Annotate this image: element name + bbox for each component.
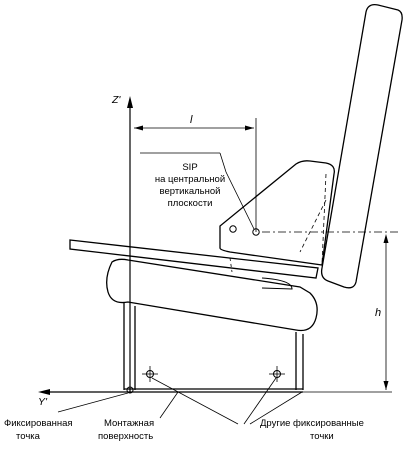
z-axis-label: Z' (111, 94, 121, 106)
seat-cushion-top (69, 239, 319, 279)
fixing-point-icon (142, 366, 158, 382)
dim-h-arrow-bottom (383, 381, 389, 390)
dim-l-label: l (190, 114, 193, 126)
seat-back (320, 4, 403, 289)
other-points-label-1: Другие фиксированные (260, 418, 364, 429)
z-axis-arrow (127, 96, 133, 108)
sip-label-line1: на центральной (155, 174, 225, 185)
bracket-hidden-diagonal (299, 199, 327, 253)
side-bracket (219, 160, 335, 266)
fixing-point-icon (126, 386, 134, 394)
dim-h-arrow-top (383, 234, 389, 243)
dim-l-arrow-left (134, 125, 143, 131)
dim-l-arrow-right (245, 125, 254, 131)
seat-cushion-base (106, 258, 318, 332)
bracket-hidden-foot (229, 257, 233, 273)
fixed-point-label-2: точка (16, 431, 41, 442)
sip-label-line3: плоскости (168, 198, 213, 209)
fixed-point-label-1: Фиксированная (4, 418, 73, 429)
dim-h-label: h (375, 307, 381, 319)
dimension-l: l (134, 114, 257, 232)
leader-other-point-2 (243, 377, 277, 425)
bracket-hidden-edge (321, 173, 327, 265)
leader-mounting-surface (159, 391, 179, 419)
leader-other-point-3 (249, 391, 303, 425)
sip-point-icon (252, 228, 260, 236)
sip-label-line2: вертикальной (160, 186, 221, 197)
fixing-point-icon (269, 366, 285, 382)
y-axis-label: Y' (38, 396, 48, 408)
y-axis-arrow (38, 389, 50, 395)
leader-other-point-1 (151, 377, 239, 425)
leader-fixed-point (57, 392, 129, 413)
bracket-hole (229, 225, 237, 233)
cushion-fold (261, 277, 293, 290)
axes: Z' Y' (38, 94, 303, 408)
mounting-surface-label-2: поверхность (98, 431, 153, 442)
seat-pedestal (123, 302, 304, 390)
sip-label-title: SIP (182, 162, 197, 173)
sip-leader-line (219, 152, 255, 230)
mounting-surface-label-1: Монтажная (104, 418, 154, 429)
other-points-label-2: точки (310, 431, 334, 442)
dimension-h: h (262, 231, 398, 393)
